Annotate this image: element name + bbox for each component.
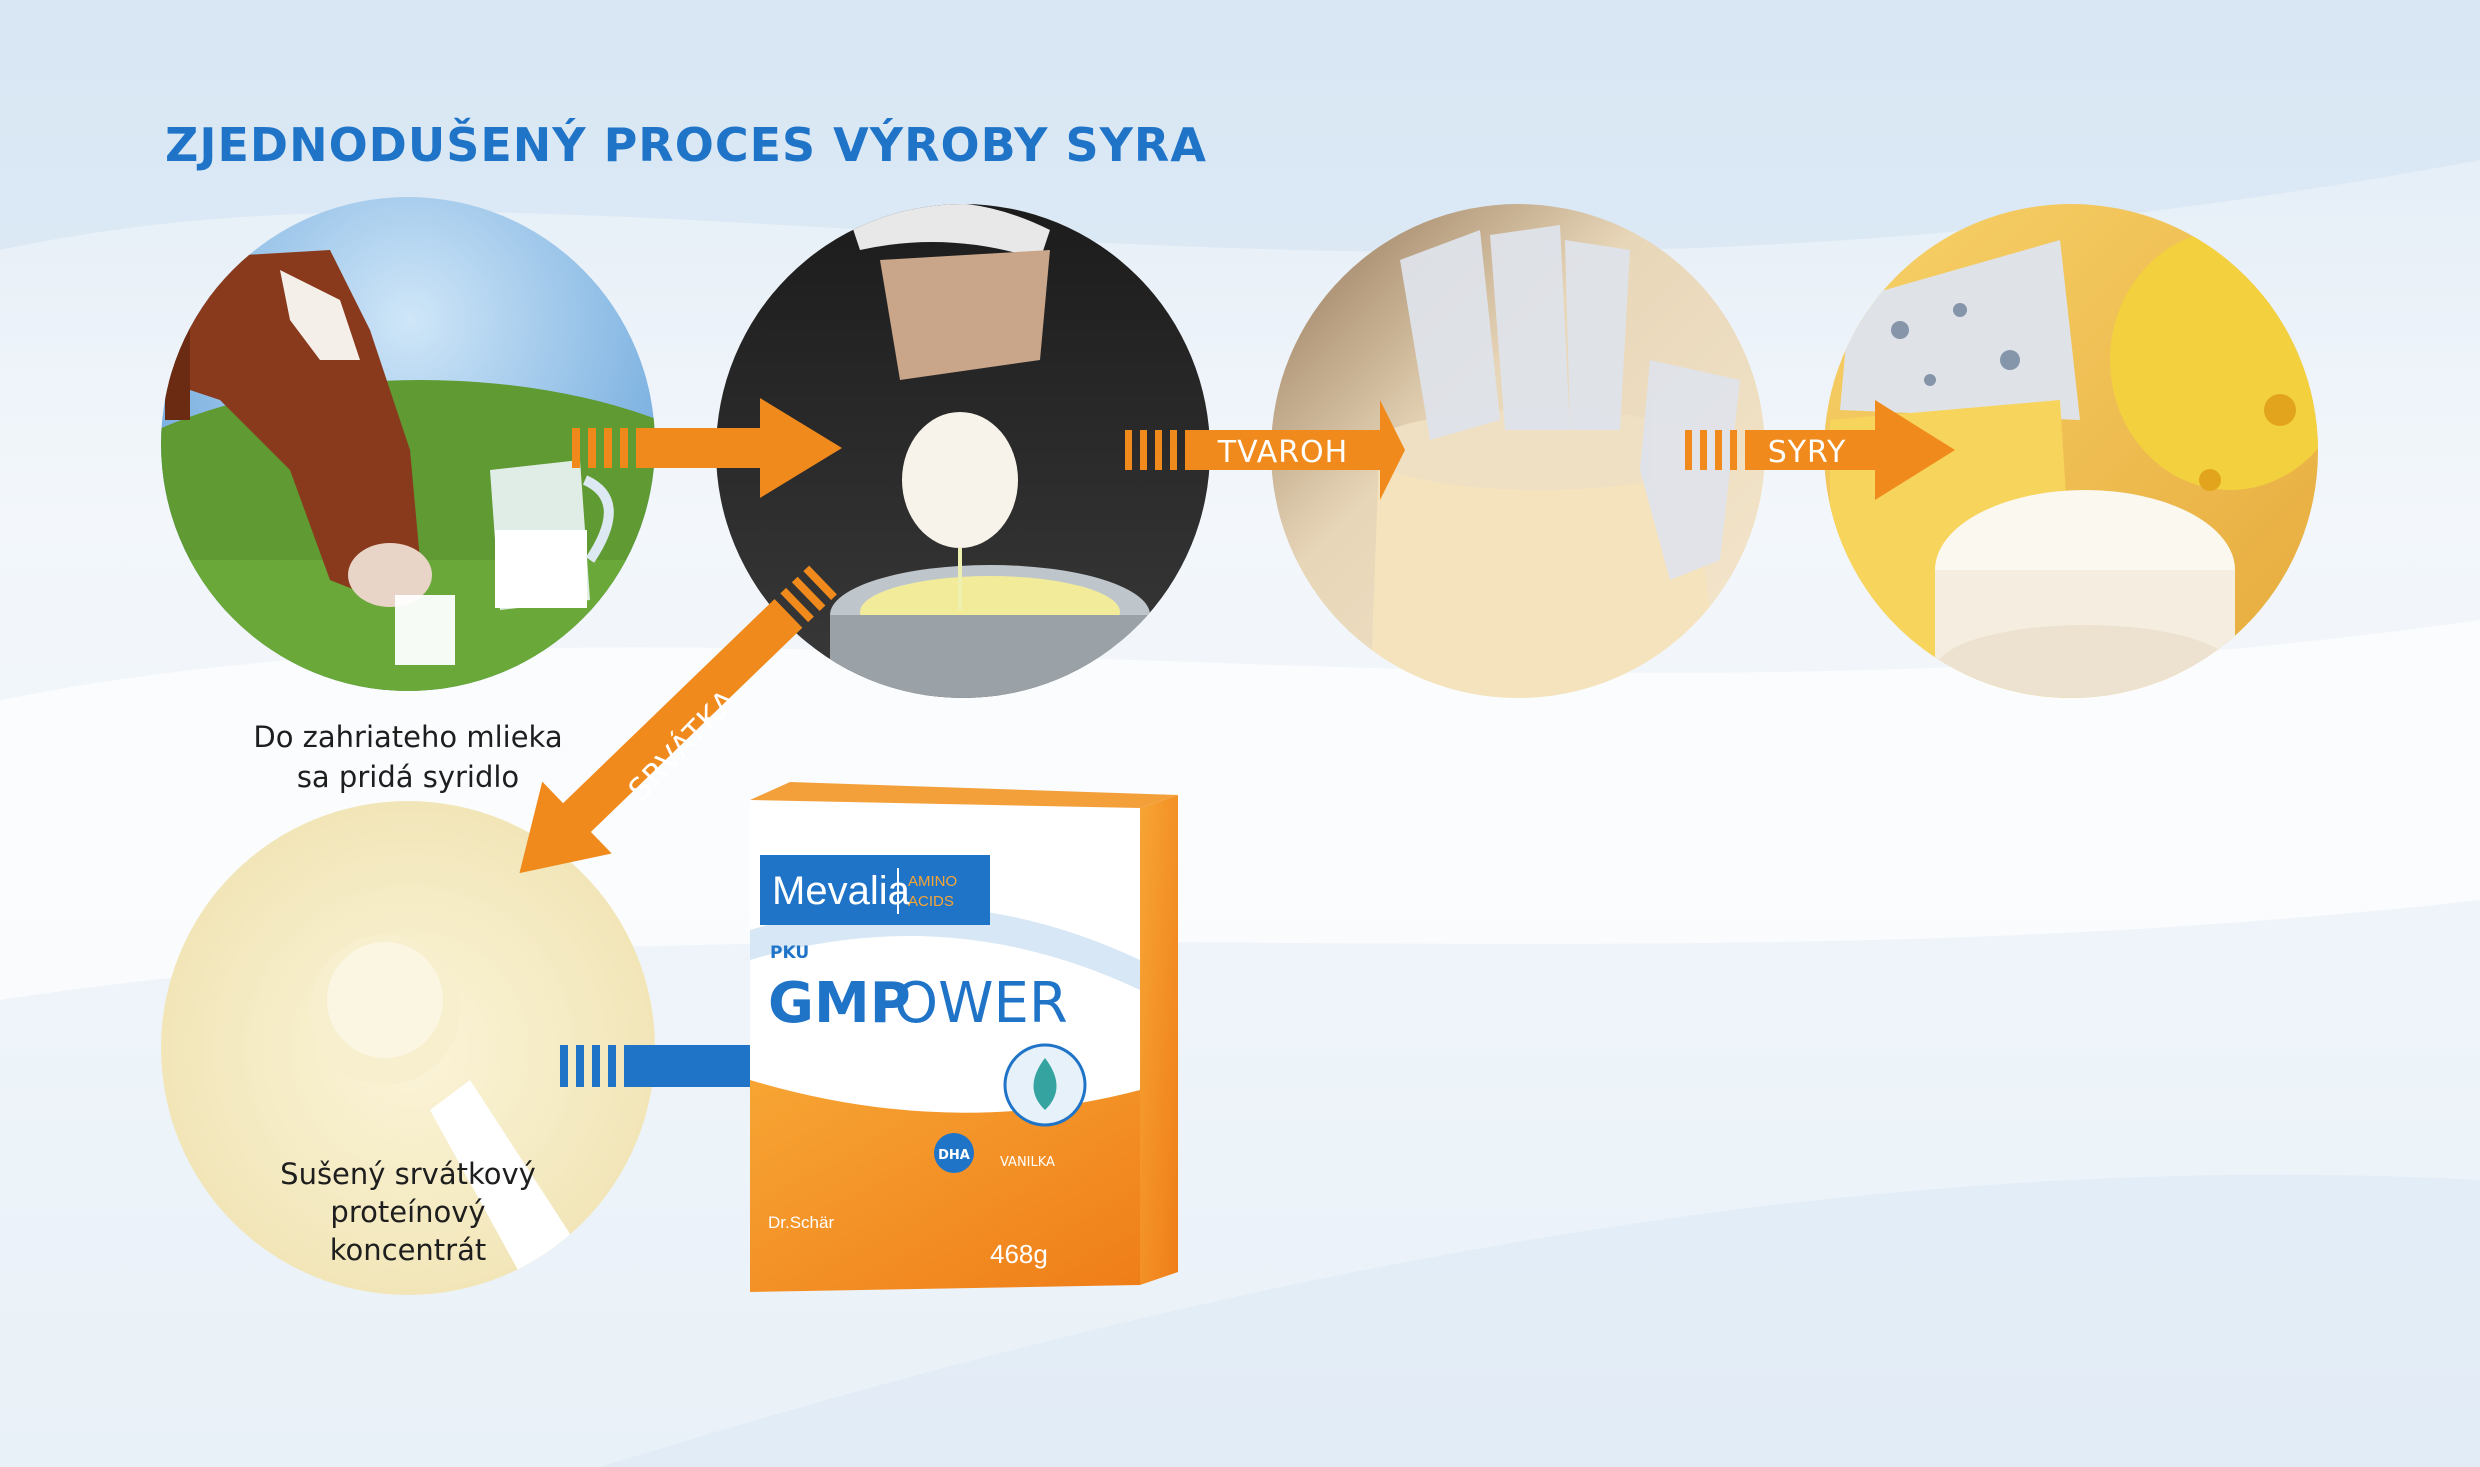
product-flavor: VANILKA xyxy=(1000,1155,1055,1170)
diagram-title: ZJEDNODUŠENÝ PROCES VÝROBY SYRA xyxy=(165,118,1207,172)
arrow-label-tvaroh: TVAROH xyxy=(1217,435,1348,470)
arrow-tvaroh xyxy=(1125,400,1405,500)
product-name-bold: GMP xyxy=(768,971,911,1036)
arrow-srvatka xyxy=(519,565,837,874)
bg-wave-mid xyxy=(0,620,2480,1000)
milk-caption-line1: Do zahriateho mlieka xyxy=(253,720,563,754)
cheese-cloth-icon xyxy=(902,412,1018,548)
product-dha: DHA xyxy=(938,1148,970,1163)
product-tag-line1: AMINO xyxy=(908,873,957,890)
mold-icon xyxy=(1370,430,1720,698)
powder-caption-line3: koncentrát xyxy=(329,1233,487,1267)
step-powder-image xyxy=(161,801,655,1295)
product-pku: PKU xyxy=(770,943,809,963)
milk-caption-line2: sa pridá syridlo xyxy=(296,760,520,794)
product-brand: Mevalia xyxy=(772,869,911,913)
product-box: Mevalia AMINO ACIDS PKU GMP OWER DHA VAN… xyxy=(750,782,1178,1292)
powder-caption-line2: proteínový xyxy=(330,1195,486,1229)
product-name-light: OWER xyxy=(894,971,1068,1036)
bg-wave-top xyxy=(0,0,2480,253)
powder-caption: Sušený srvátkový proteínový koncentrát xyxy=(238,1155,578,1269)
product-tag-line2: ACIDS xyxy=(908,893,954,910)
product-maker: Dr.Schär xyxy=(768,1213,834,1232)
bg-wave-bottom xyxy=(600,1174,2480,1467)
milk-caption: Do zahriateho mlieka sa pridá syridlo xyxy=(198,717,618,797)
arrow-milk-to-whey xyxy=(572,398,842,498)
arrow-syry xyxy=(1685,400,1955,500)
arrow-label-syry: SYRY xyxy=(1768,435,1847,470)
milk-jug-icon xyxy=(395,460,614,665)
powder-caption-line1: Sušený srvátkový xyxy=(280,1157,536,1191)
product-weight: 468g xyxy=(990,1239,1048,1269)
